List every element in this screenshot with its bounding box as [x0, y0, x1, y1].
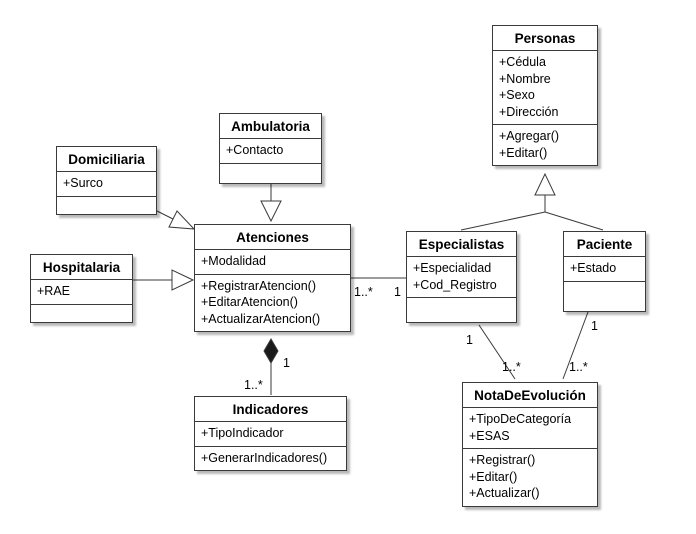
class-name: Hospitalaria [31, 255, 132, 280]
attribute: +Contacto [226, 143, 284, 157]
operations: +GenerarIndicadores() [195, 447, 346, 471]
operation: +Agregar() [499, 129, 560, 143]
class-name: Ambulatoria [220, 114, 321, 139]
class-name: Domiciliaria [57, 147, 156, 172]
class-name: Personas [493, 26, 597, 51]
attribute: +Cod_Registro [413, 277, 497, 292]
class-name: Especialistas [407, 232, 516, 257]
operation: +Editar() [469, 469, 518, 484]
class-atenciones[interactable]: Atenciones +Modalidad +RegistrarAtencion… [194, 224, 351, 332]
attribute: +TipoIndicador [201, 426, 284, 440]
operation: +ActualizarAtencion() [201, 311, 321, 326]
operations: +RegistrarAtencion() +EditarAtencion() +… [195, 275, 350, 332]
class-notadeevolucion[interactable]: NotaDeEvolución +TipoDeCategoría +ESAS +… [462, 382, 598, 507]
class-name: Paciente [564, 232, 645, 257]
attributes: +Especialidad +Cod_Registro [407, 257, 516, 298]
gen-arrowhead-personas [534, 172, 556, 196]
class-name: Atenciones [195, 225, 350, 250]
attribute: +RAE [37, 284, 71, 298]
multiplicity-label: 1..* [244, 378, 263, 392]
attribute: +ESAS [469, 428, 510, 443]
attribute: +Cédula [499, 55, 546, 69]
attribute: +Estado [570, 261, 617, 275]
class-personas[interactable]: Personas +Cédula +Nombre +Sexo +Direcció… [492, 25, 598, 166]
attributes: +Modalidad [195, 250, 350, 275]
attributes: +Cédula +Nombre +Sexo +Dirección [493, 51, 597, 125]
attributes: +TipoIndicador [195, 422, 346, 447]
operations: +Agregar() +Editar() [493, 125, 597, 165]
composition-diamond [263, 338, 279, 364]
class-ambulatoria[interactable]: Ambulatoria +Contacto [219, 113, 322, 184]
attribute: +Modalidad [201, 254, 266, 268]
attribute: +Surco [63, 176, 103, 190]
multiplicity-label: 1 [591, 319, 598, 333]
class-name: Indicadores [195, 397, 346, 422]
operations [564, 282, 645, 311]
attributes: +Surco [57, 172, 156, 197]
multiplicity-label: 1..* [569, 360, 588, 374]
operations [220, 164, 321, 183]
operation: +Actualizar() [469, 486, 540, 500]
operation: +RegistrarAtencion() [201, 278, 316, 293]
multiplicity-label: 1..* [502, 360, 521, 374]
class-hospitalaria[interactable]: Hospitalaria +RAE [30, 254, 133, 323]
gen-arrowhead-ambulatoria [260, 200, 282, 223]
operations [407, 298, 516, 322]
operations: +Registrar() +Editar() +Actualizar() [463, 449, 597, 506]
class-domiciliaria[interactable]: Domiciliaria +Surco [56, 146, 157, 215]
assoc-especialistas-nota [478, 324, 516, 380]
gen-arrowhead-hospitalaria [171, 269, 195, 291]
attribute: +TipoDeCategoría [469, 412, 572, 426]
attributes: +TipoDeCategoría +ESAS [463, 408, 597, 449]
attribute: +Sexo [499, 88, 535, 102]
gen-paciente-personas [544, 211, 604, 231]
operation: +Editar() [499, 145, 548, 160]
gen-especialistas-personas [460, 211, 546, 231]
attribute: +Dirección [499, 104, 559, 119]
assoc-paciente-nota [562, 311, 589, 380]
class-indicadores[interactable]: Indicadores +TipoIndicador +GenerarIndic… [194, 396, 347, 471]
attributes: +Contacto [220, 139, 321, 164]
attribute: +Especialidad [413, 261, 492, 275]
multiplicity-label: 1 [283, 356, 290, 370]
attribute: +Nombre [499, 71, 551, 86]
attributes: +RAE [31, 280, 132, 305]
class-especialistas[interactable]: Especialistas +Especialidad +Cod_Registr… [406, 231, 517, 323]
gen-arrowhead-domiciliaria [168, 210, 196, 230]
operation: +GenerarIndicadores() [201, 450, 328, 465]
class-name: NotaDeEvolución [463, 383, 597, 408]
multiplicity-label: 1..* [354, 285, 373, 299]
multiplicity-label: 1 [394, 285, 401, 299]
operation: +EditarAtencion() [201, 295, 298, 309]
operations [57, 197, 156, 214]
multiplicity-label: 1 [466, 333, 473, 347]
operations [31, 305, 132, 322]
operation: +Registrar() [469, 453, 536, 467]
class-paciente[interactable]: Paciente +Estado [563, 231, 646, 312]
attributes: +Estado [564, 257, 645, 282]
